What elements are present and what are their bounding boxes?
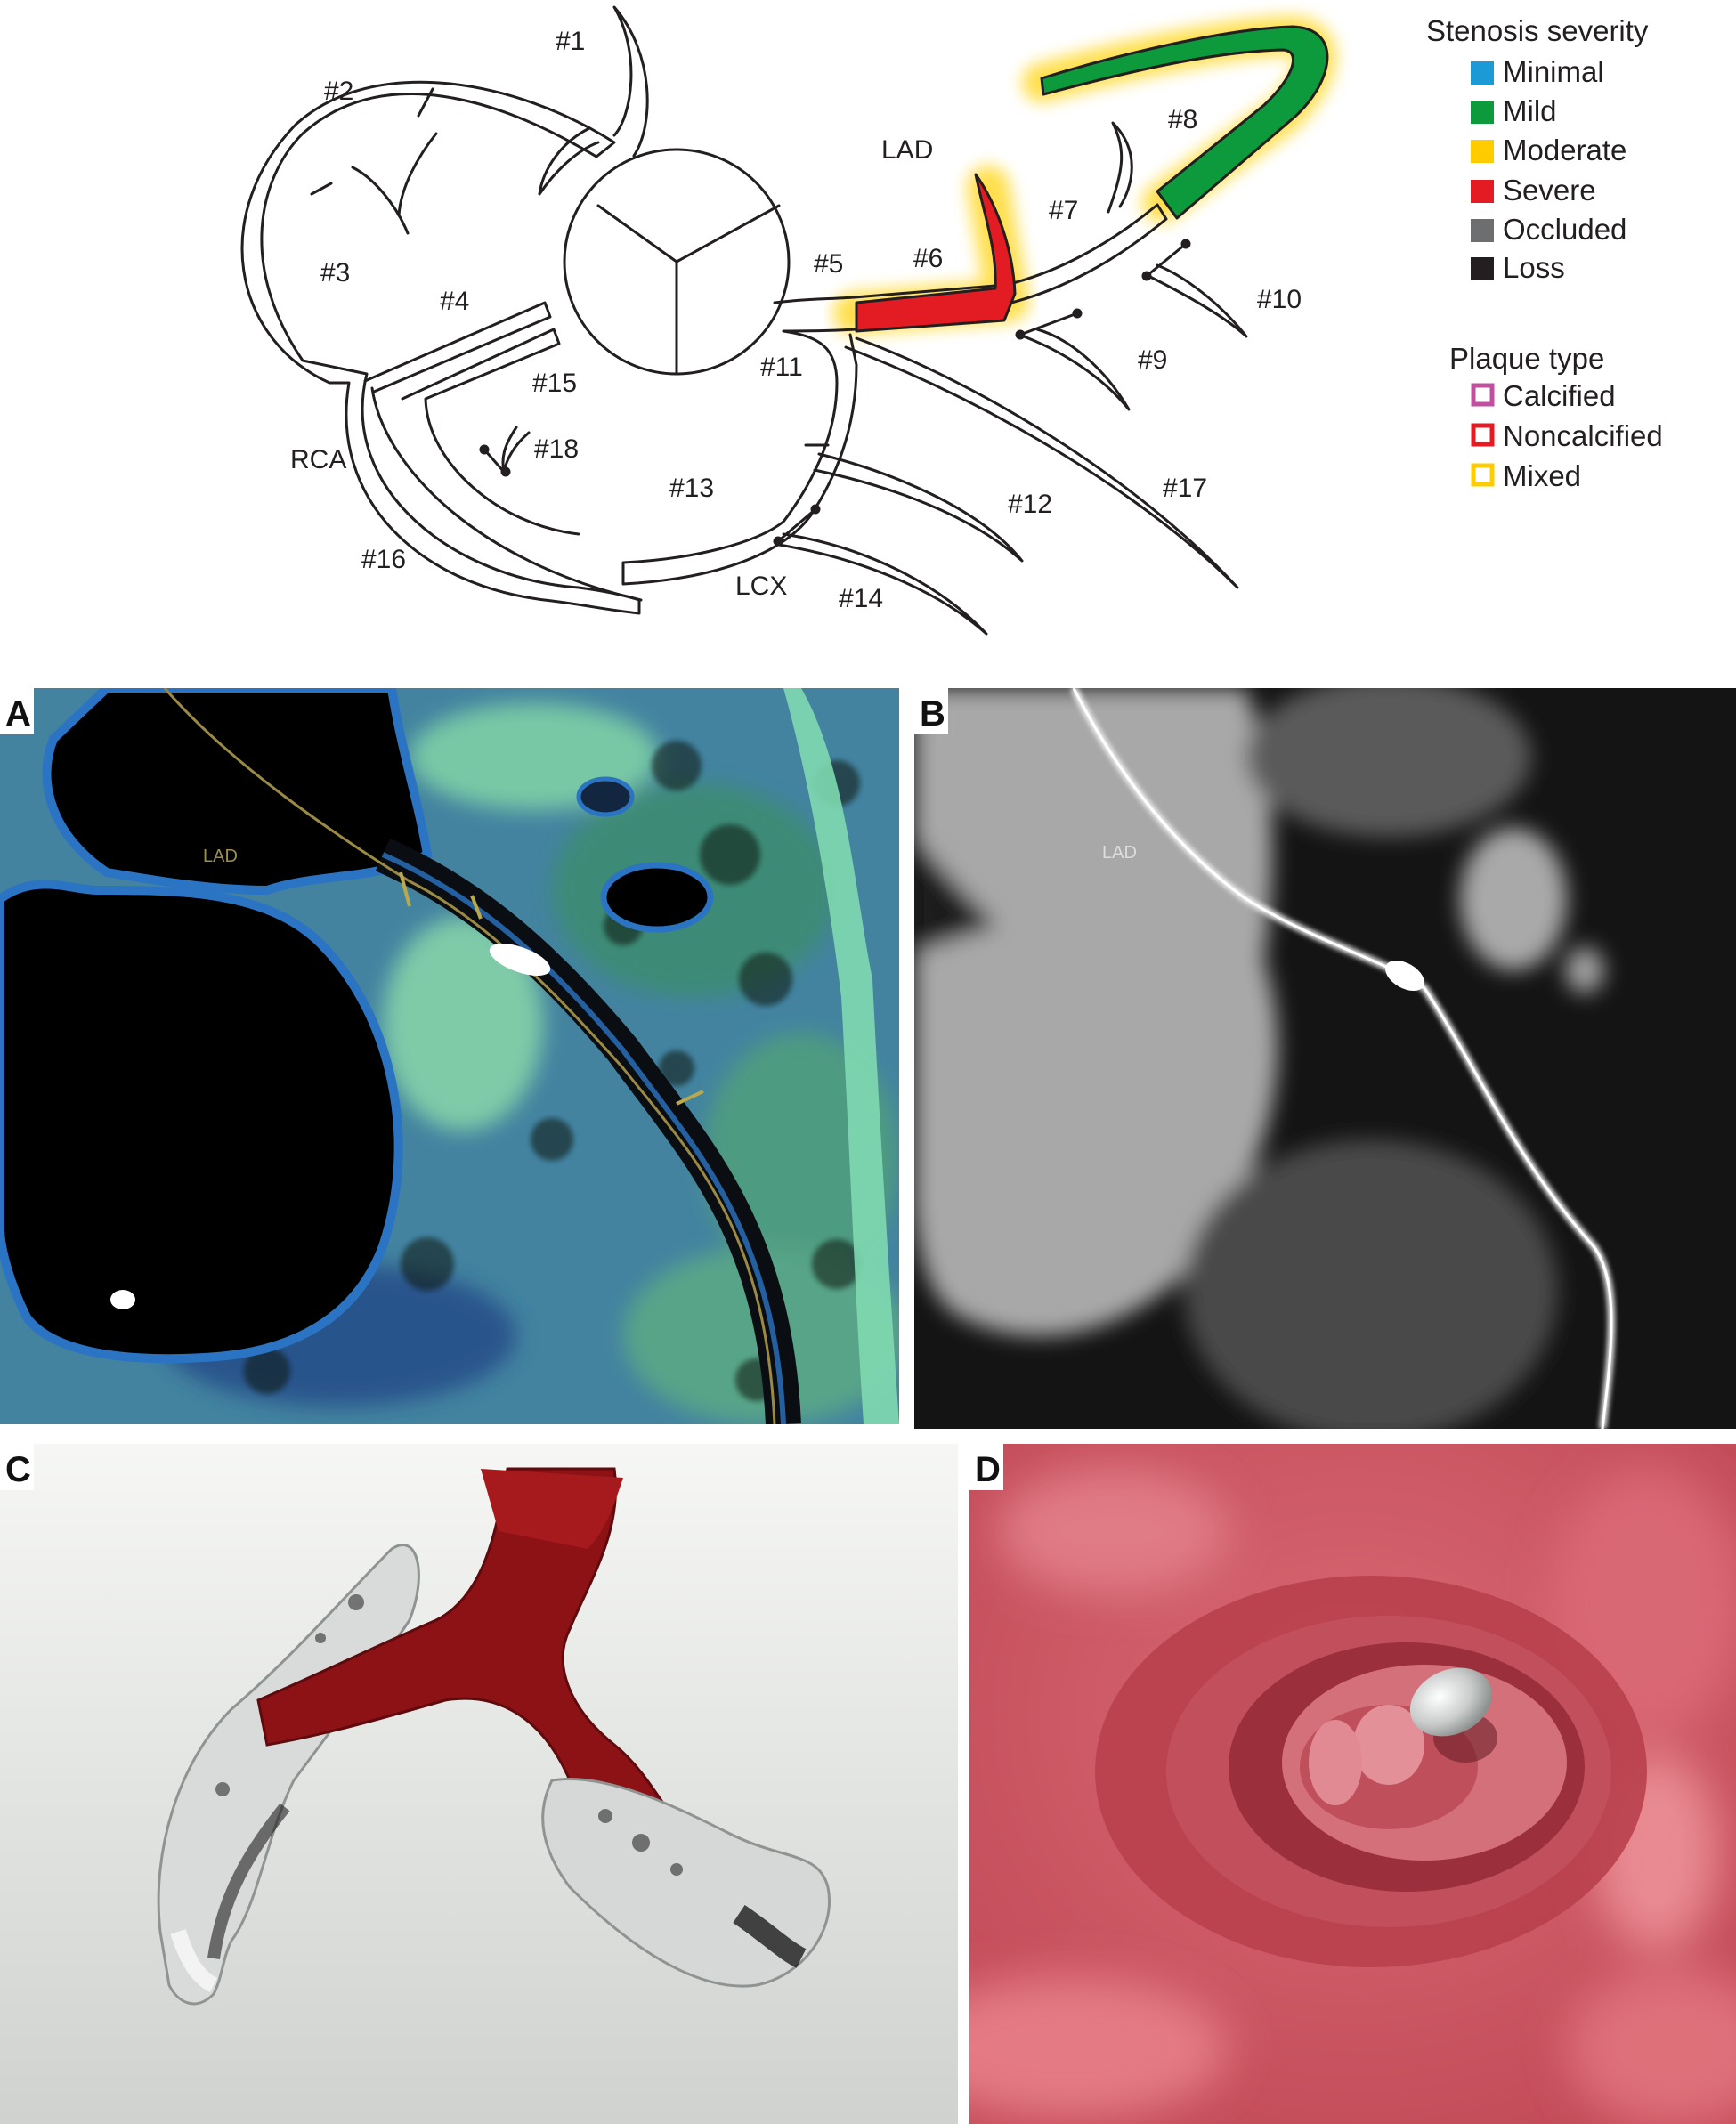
legend-plaque-title: Plaque type bbox=[1449, 342, 1604, 375]
panel-a-label: A bbox=[5, 694, 31, 734]
segment-labels: #1 #2 #3 #4 #5 #6 #7 #8 #9 #10 #11 #12 #… bbox=[290, 27, 1302, 613]
legend-stenosis-title: Stenosis severity bbox=[1426, 14, 1649, 47]
label-s4: #4 bbox=[440, 287, 469, 316]
label-s15: #15 bbox=[532, 369, 577, 398]
legend-label-occluded: Occluded bbox=[1503, 213, 1626, 246]
label-s14: #14 bbox=[839, 584, 883, 613]
label-s12: #12 bbox=[1008, 490, 1052, 519]
label-s13: #13 bbox=[669, 474, 714, 503]
panel-d-image bbox=[969, 1444, 1736, 2124]
label-lcx: LCX bbox=[735, 572, 787, 601]
legend-label-minimal: Minimal bbox=[1503, 55, 1604, 88]
label-s3: #3 bbox=[320, 258, 350, 288]
segment-6 bbox=[855, 173, 1017, 333]
branch-1 bbox=[612, 5, 649, 158]
legend-label-calcified: Calcified bbox=[1503, 379, 1616, 412]
label-s7: #7 bbox=[1049, 196, 1078, 225]
panel-b-annotation: LAD bbox=[1102, 843, 1137, 863]
legend-swatch-occluded bbox=[1471, 219, 1494, 242]
panel-a-image: LAD bbox=[0, 688, 899, 1424]
legend-label-mixed: Mixed bbox=[1503, 459, 1581, 492]
label-s11: #11 bbox=[760, 353, 803, 382]
label-s10: #10 bbox=[1257, 285, 1302, 314]
branch-9 bbox=[1022, 328, 1131, 411]
label-s9: #9 bbox=[1138, 345, 1167, 375]
panel-c-label: C bbox=[5, 1450, 31, 1489]
label-s1: #1 bbox=[556, 27, 585, 56]
panel-b-label-bg: B bbox=[914, 688, 948, 734]
branch-16 bbox=[370, 386, 643, 602]
lad-trunk bbox=[773, 203, 1168, 333]
rca-vessel bbox=[240, 80, 641, 615]
branch-4 bbox=[363, 301, 552, 393]
legend-label-noncalcified: Noncalcified bbox=[1503, 419, 1663, 452]
label-s5: #5 bbox=[814, 249, 843, 279]
branch-17 bbox=[844, 336, 1239, 589]
panel-d-label-bg: D bbox=[969, 1444, 1003, 1490]
legend-label-moderate: Moderate bbox=[1503, 134, 1626, 166]
legend-swatch-loss bbox=[1471, 257, 1494, 280]
legend-label-mild: Mild bbox=[1503, 94, 1557, 127]
legend: Stenosis severity Minimal Mild Moderate … bbox=[1426, 14, 1663, 492]
lcx-vessel bbox=[621, 329, 858, 586]
branch-12 bbox=[813, 452, 1024, 563]
label-s17: #17 bbox=[1163, 474, 1207, 503]
branch-15 bbox=[401, 328, 580, 536]
coronary-tree-diagram bbox=[240, 5, 1336, 636]
label-s6: #6 bbox=[913, 244, 943, 273]
panel-a-label-bg: A bbox=[0, 688, 34, 734]
segment-8 bbox=[1040, 25, 1329, 220]
panel-d-label: D bbox=[975, 1450, 1001, 1489]
legend-swatch-mild bbox=[1471, 101, 1494, 124]
label-s18: #18 bbox=[534, 434, 579, 464]
branch-10 bbox=[1147, 263, 1248, 338]
panel-a-annotation: LAD bbox=[203, 847, 238, 866]
label-s16: #16 bbox=[361, 545, 406, 574]
panel-c-image bbox=[0, 1444, 958, 2124]
panel-b-label: B bbox=[920, 694, 945, 734]
legend-label-severe: Severe bbox=[1503, 174, 1596, 207]
legend-label-loss: Loss bbox=[1503, 251, 1565, 284]
legend-swatch-noncalcified bbox=[1471, 423, 1495, 447]
panel-b-image: LAD bbox=[914, 688, 1736, 1429]
label-rca: RCA bbox=[290, 445, 346, 474]
legend-swatch-calcified bbox=[1471, 383, 1495, 407]
panel-c-label-bg: C bbox=[0, 1444, 34, 1490]
label-s2: #2 bbox=[324, 77, 353, 106]
label-lad: LAD bbox=[881, 135, 933, 165]
legend-swatch-minimal bbox=[1471, 61, 1494, 85]
branch-18 bbox=[501, 426, 531, 474]
legend-swatch-moderate bbox=[1471, 140, 1494, 163]
label-s8: #8 bbox=[1168, 105, 1197, 134]
branch-14 bbox=[777, 532, 988, 636]
legend-swatch-mixed bbox=[1471, 463, 1495, 487]
legend-swatch-severe bbox=[1471, 180, 1494, 203]
